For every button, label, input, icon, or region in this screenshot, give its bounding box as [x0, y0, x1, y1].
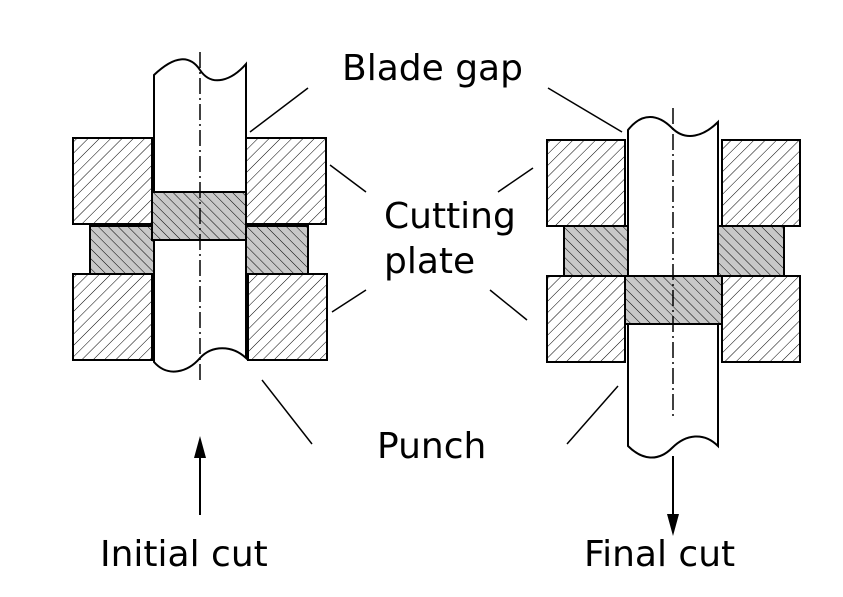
left-upper-plate-right — [245, 137, 327, 225]
leader-cutting-plate-upper-right — [497, 167, 534, 193]
right-lower-plate-right — [721, 275, 801, 363]
leader-lines — [249, 87, 623, 445]
label-cutting-plate-line1: Cutting — [384, 196, 516, 237]
label-cutting-plate-line2: plate — [384, 241, 475, 282]
left-up-arrow-head — [194, 436, 206, 458]
leader-cutting-plate-upper-left — [329, 164, 367, 193]
label-initial-cut: Initial cut — [100, 534, 268, 575]
leader-cutting-plate-lower-right — [489, 289, 528, 321]
right-upper-plate-right — [721, 139, 801, 227]
leader-blade-gap-right — [547, 87, 623, 133]
left-shear-segment — [151, 191, 247, 241]
right-down-arrow-head — [667, 514, 679, 536]
leader-punch-right — [566, 385, 619, 445]
right-lower-punch — [627, 323, 719, 459]
right-upper-plate-left — [546, 139, 626, 227]
left-lower-plate-right — [247, 273, 328, 361]
left-assembly — [72, 52, 328, 515]
leader-punch-left — [261, 379, 313, 445]
leader-cutting-plate-lower-left — [331, 289, 367, 313]
label-final-cut: Final cut — [584, 534, 735, 575]
label-blade-gap: Blade gap — [342, 48, 523, 89]
right-lower-plate-left — [546, 275, 626, 363]
leader-blade-gap-left — [249, 87, 309, 133]
left-upper-plate-left — [72, 137, 153, 225]
left-lower-plate-left — [72, 273, 153, 361]
right-assembly — [546, 108, 801, 536]
left-lower-punch — [153, 239, 247, 373]
label-punch: Punch — [377, 426, 486, 467]
